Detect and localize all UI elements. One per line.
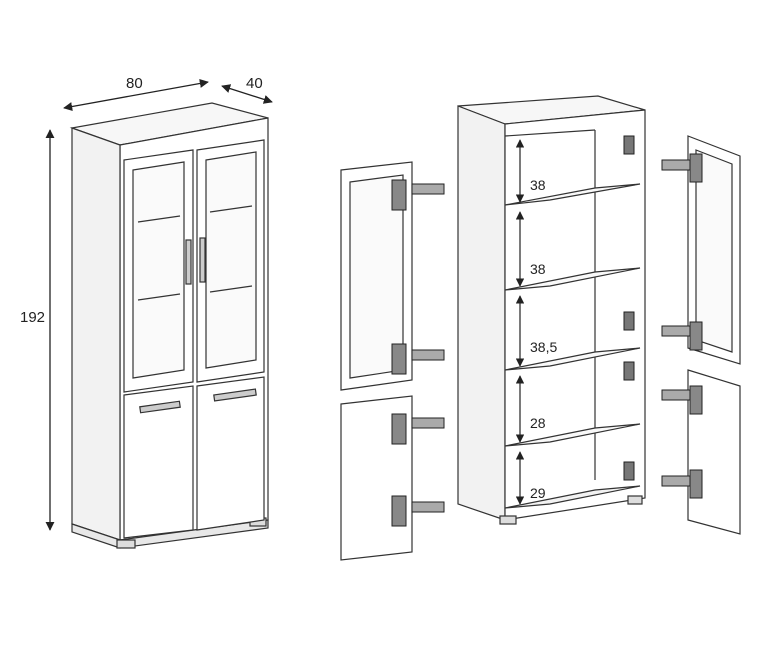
hinge-icon: [689, 469, 703, 499]
hinge-icon: [411, 349, 445, 361]
shelf-spacing-label-5: 29: [530, 485, 546, 501]
hinge-icon: [391, 179, 407, 211]
hinge-icon: [391, 413, 407, 445]
hinge-icon: [661, 159, 691, 171]
dimension-lines: [45, 78, 273, 531]
hinge-plate-icon: [623, 361, 635, 381]
width-dimension-line: [63, 78, 209, 112]
hinge-icon: [391, 495, 407, 527]
height-label: 192: [20, 309, 45, 326]
hinge-icon: [661, 389, 691, 401]
hinge-icon: [391, 343, 407, 375]
hinge-plates-carcass: [623, 135, 635, 481]
hinges-left: [391, 179, 445, 527]
hinge-plate-icon: [623, 135, 635, 155]
open-carcass: [457, 95, 646, 525]
hinge-icon: [411, 417, 445, 429]
shelf-spacing-label-2: 38: [530, 261, 546, 277]
hinge-icon: [411, 501, 445, 513]
depth-dimension-line: [221, 84, 273, 104]
width-label: 80: [126, 75, 143, 92]
shelf-spacing-label-1: 38: [530, 177, 546, 193]
hinge-icon: [661, 325, 691, 337]
hinge-icon: [689, 321, 703, 351]
depth-label: 40: [246, 75, 263, 92]
assembled-cabinet: [69, 102, 269, 549]
hinge-plate-icon: [623, 311, 635, 331]
hinge-plate-icon: [623, 461, 635, 481]
hinge-icon: [689, 385, 703, 415]
hinges-right: [661, 153, 703, 499]
shelf-spacing-label-3: 38,5: [530, 339, 557, 355]
hinge-icon: [661, 475, 691, 487]
shelf-spacing-label-4: 28: [530, 415, 546, 431]
hinge-icon: [411, 183, 445, 195]
hinge-icon: [689, 153, 703, 183]
